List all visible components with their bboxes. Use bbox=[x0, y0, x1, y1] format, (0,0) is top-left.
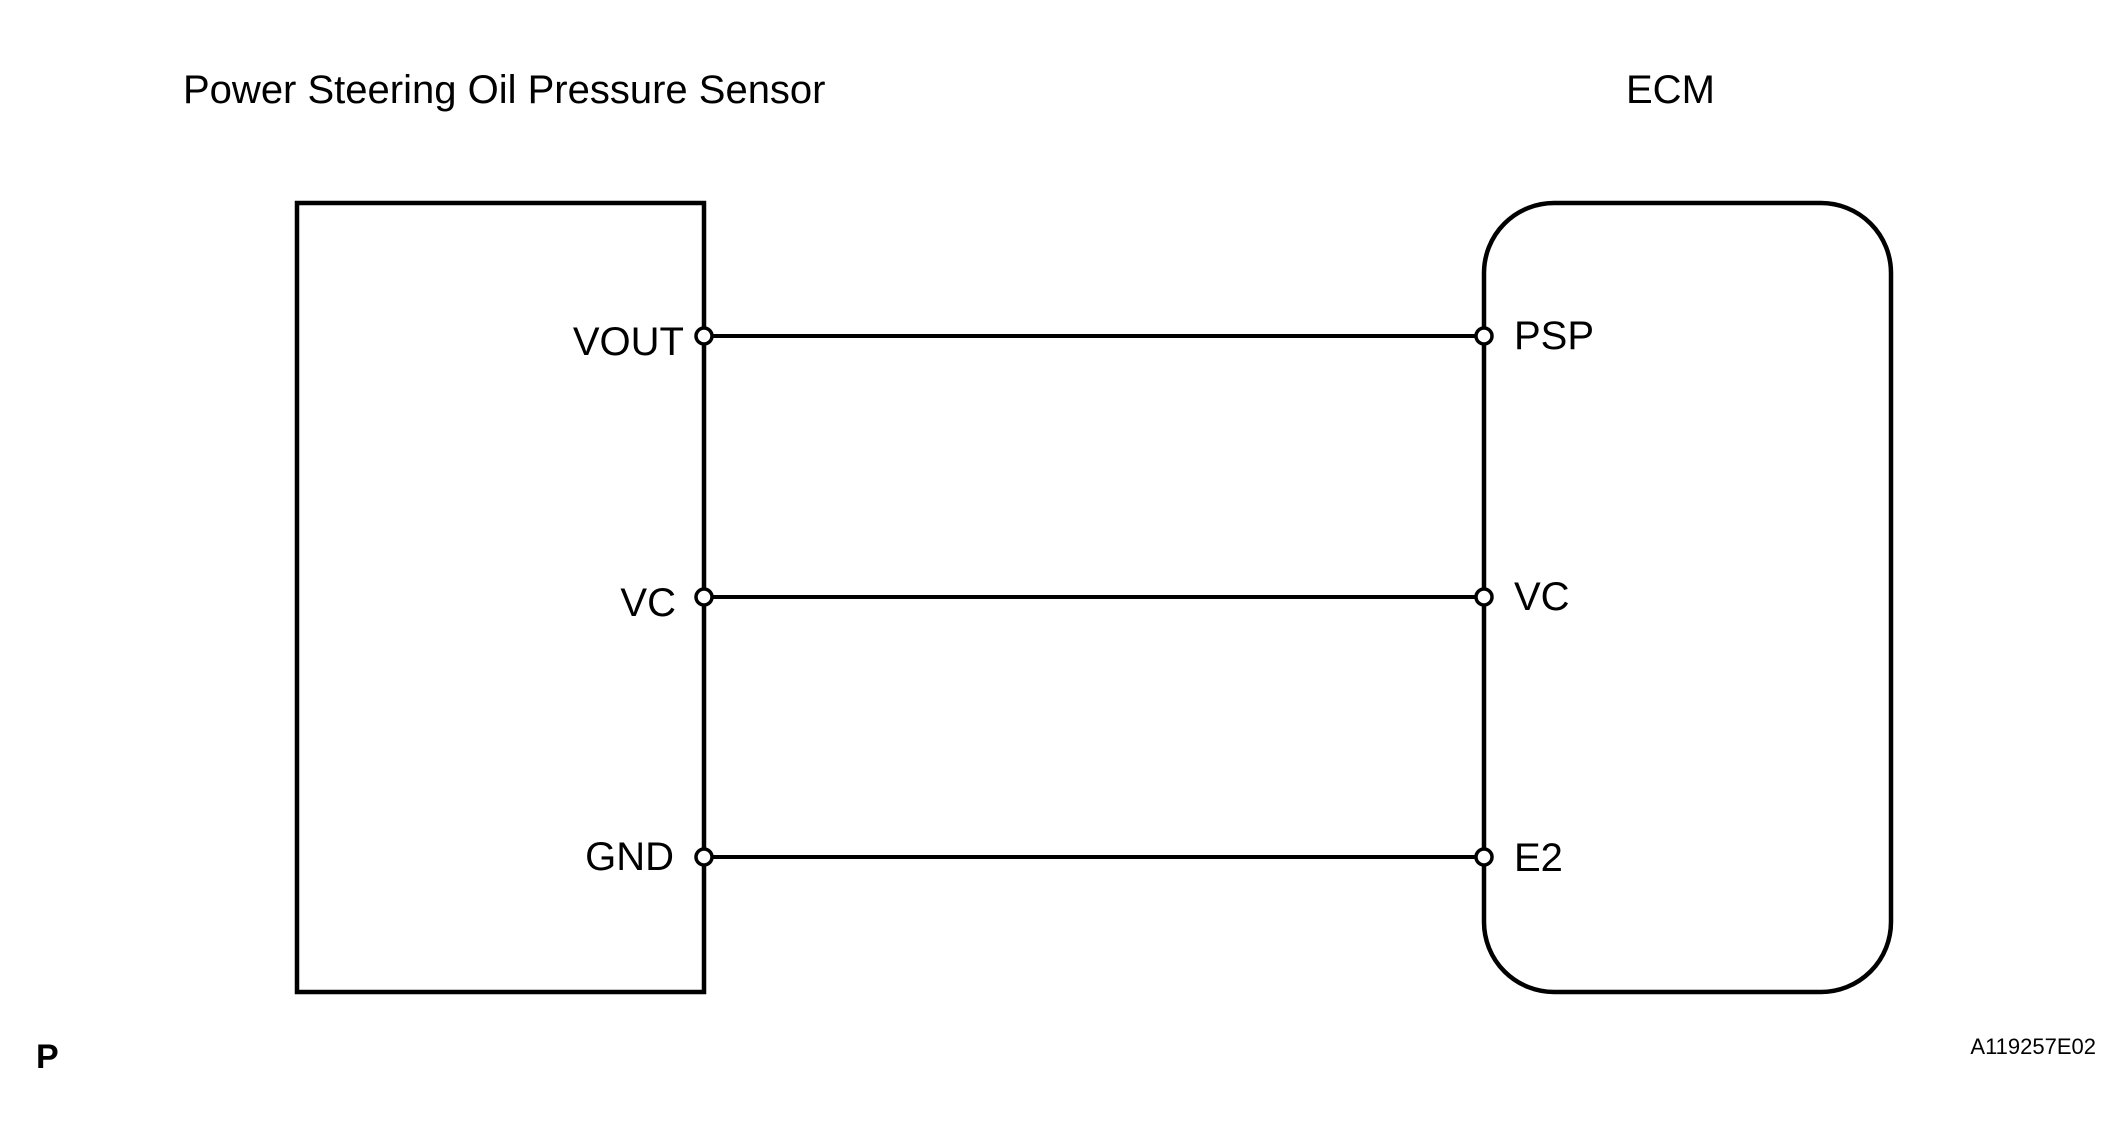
sensor-terminal-vout bbox=[694, 326, 714, 346]
sensor-terminal-gnd bbox=[694, 847, 714, 867]
ecm-pin-label-psp: PSP bbox=[1514, 314, 1594, 358]
sensor-pin-label-vc: VC bbox=[620, 581, 676, 625]
corner-label: P bbox=[36, 1038, 59, 1076]
ecm-terminal-psp bbox=[1474, 326, 1494, 346]
ecm-terminal-vc bbox=[1474, 587, 1494, 607]
ecm-pin-label-e2: E2 bbox=[1514, 836, 1563, 880]
sensor-title: Power Steering Oil Pressure Sensor bbox=[183, 68, 826, 112]
sensor-pin-label-vout: VOUT bbox=[573, 320, 684, 364]
ecm-title: ECM bbox=[1626, 68, 1715, 112]
ecm-pin-label-vc: VC bbox=[1514, 575, 1570, 619]
sensor-pin-label-gnd: GND bbox=[585, 835, 674, 879]
figure-code: A119257E02 bbox=[1970, 1034, 2096, 1059]
sensor-terminal-vc bbox=[694, 587, 714, 607]
ecm-terminal-e2 bbox=[1474, 847, 1494, 867]
